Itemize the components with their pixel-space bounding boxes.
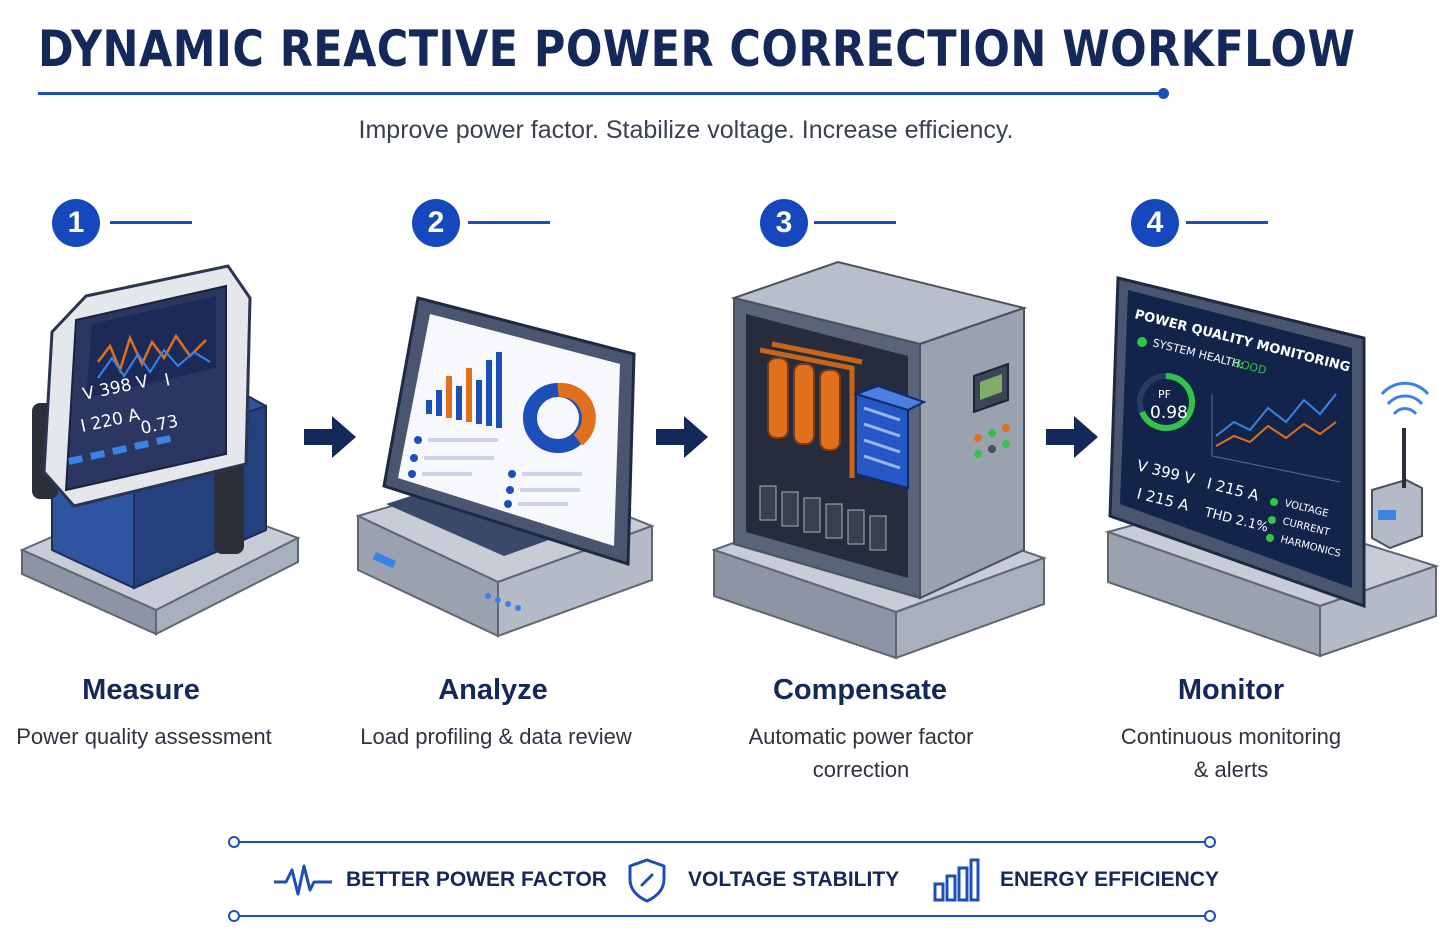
benefits-bar: BETTER POWER FACTOR VOLTAGE STABILITY EN… [228,836,1219,922]
monitoring-display-illustration: POWER QUALITY MONITORING SYSTEM HEALTH: … [1104,276,1440,658]
title-rule-dot [1158,88,1169,99]
step-2-line [468,221,550,224]
rule-dot [228,910,240,922]
rule-dot [1204,836,1216,848]
benefit-label: ENERGY EFFICIENCY [1000,868,1219,891]
meter-current-symbol: I [163,370,172,391]
arrow-right-icon [656,416,708,458]
step-2-badge: 2 [412,199,460,247]
arrow-right-icon [304,416,356,458]
arrow-right-icon [1046,416,1098,458]
step-3-line [814,221,896,224]
title-rule [38,92,1162,95]
page-title: DYNAMIC REACTIVE POWER CORRECTION WORKFL… [38,20,1356,78]
waveform-icon [274,864,332,896]
step-2-title: Analyze [438,674,548,706]
bar-chart-icon [933,858,980,902]
rule-dot [228,836,240,848]
step-1-line [110,221,192,224]
step-4-title: Monitor [1177,674,1285,706]
page-subtitle: Improve power factor. Stabilize voltage.… [358,116,1014,144]
benefit-power-factor: BETTER POWER FACTOR [272,858,607,902]
step-4-line [1186,221,1268,224]
monitor-pf-label: PF [1158,388,1171,401]
benefit-energy-efficiency: ENERGY EFFICIENCY [932,858,1219,902]
step-4-desc: Continuous monitoring& alerts [1120,724,1342,782]
shield-icon [628,858,666,903]
power-meter-illustration: V 398 V I I 220 A 0.73 [19,264,301,636]
benefit-voltage-stability: VOLTAGE STABILITY [626,858,900,903]
step-3-badge: 3 [760,199,808,247]
step-3-title: Compensate [772,674,948,706]
step-1-desc: Power quality assessment [16,724,272,749]
rule-dot [1204,910,1216,922]
step-1-title: Measure [82,674,200,706]
monitor-pf-value: 0.98 [1150,403,1188,423]
benefit-label: VOLTAGE STABILITY [688,868,900,891]
benefits-bottom-rule [234,915,1210,917]
benefit-label: BETTER POWER FACTOR [346,868,607,891]
benefits-top-rule [234,841,1210,843]
compensation-cabinet-illustration [712,260,1047,660]
analysis-tablet-illustration [356,296,655,638]
step-2-desc: Load profiling & data review [360,724,632,749]
step-1-badge: 1 [52,199,100,247]
step-4-badge: 4 [1131,199,1179,247]
